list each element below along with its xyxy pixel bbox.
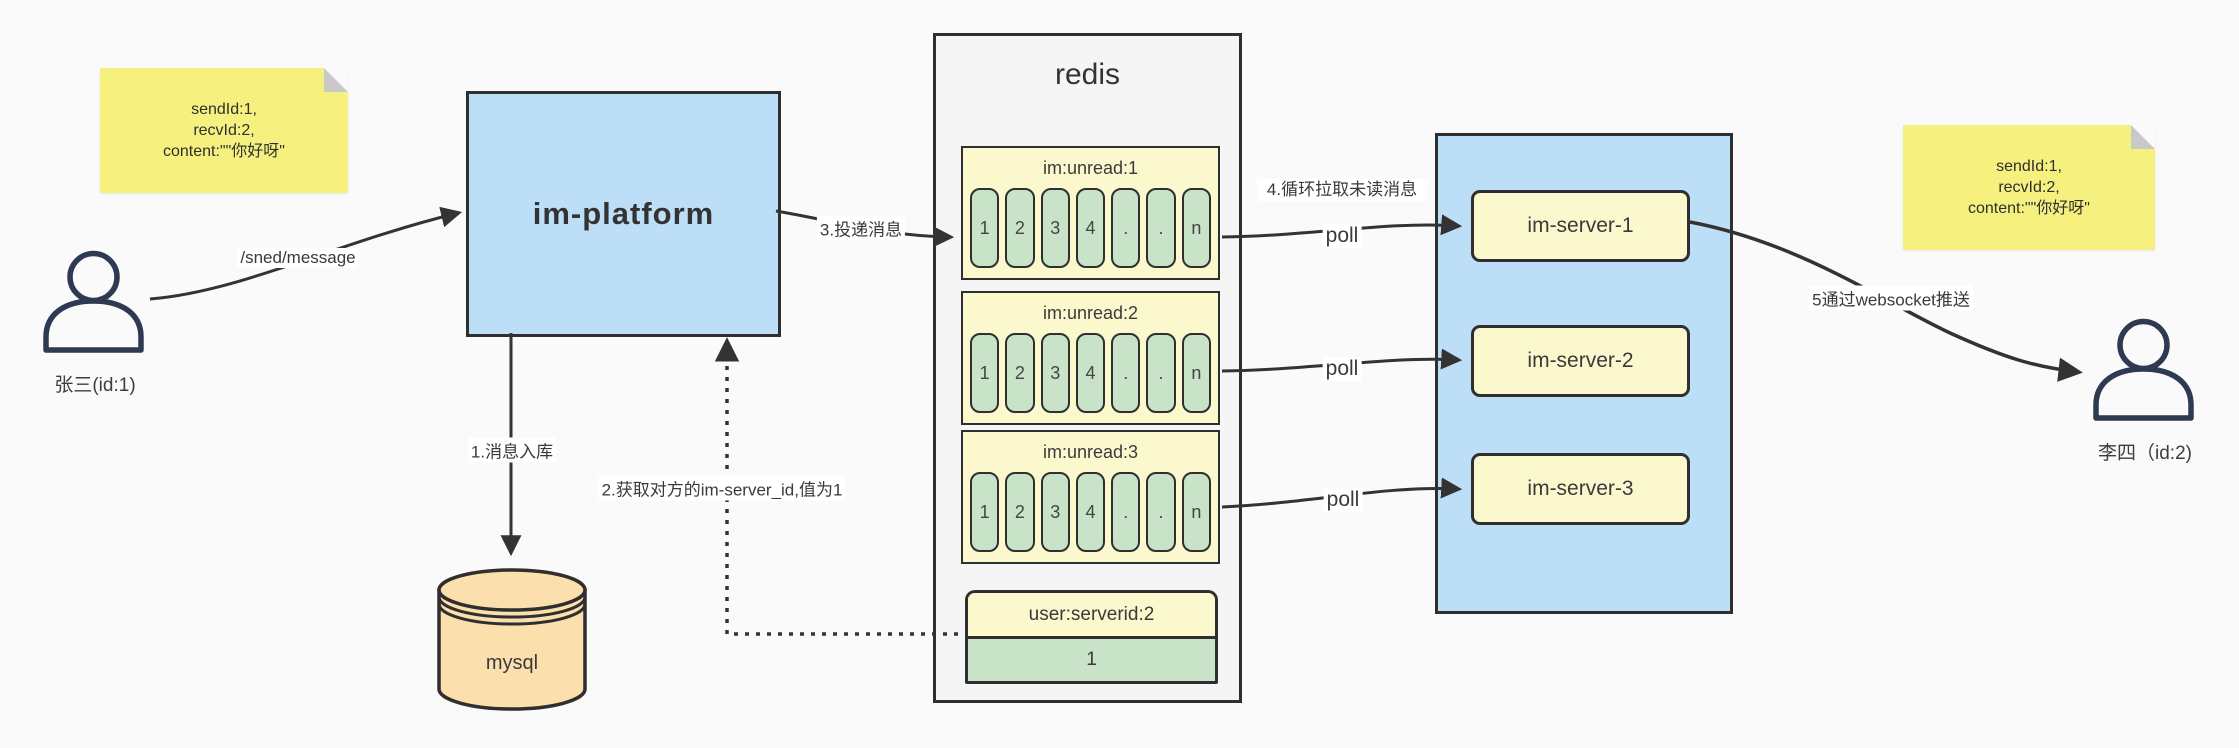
queue-title: im:unread:3: [1042, 441, 1139, 462]
im-server-1-box: im-server-1: [1471, 190, 1690, 262]
note-line: sendId:1,: [1996, 158, 2062, 175]
sender-label: 张三(id:1): [54, 375, 136, 396]
edge-label-step3: 3.投递消息: [816, 215, 906, 241]
note-line: content:""你好呀": [1968, 200, 2090, 217]
queue-cell: 4: [1075, 188, 1106, 268]
queue-cell: 3: [1040, 472, 1070, 552]
queue-cell: n: [1181, 188, 1211, 268]
receiver-label: 李四（id:2): [2098, 443, 2192, 464]
queue-cell: 3: [1040, 333, 1070, 413]
queue-cells: 1 2 3 4 . . n: [963, 472, 1218, 552]
edge-label-step1: 1.消息入库: [467, 437, 557, 463]
queue-cell: 2: [1005, 188, 1035, 268]
person-icon: [43, 250, 144, 353]
im-server-cluster-box: im-server-1 im-server-2 im-server-3: [1435, 133, 1733, 614]
note-line: sendId:1,: [191, 101, 257, 118]
redis-queue-unread-3: im:unread:3 1 2 3 4 . . n: [961, 430, 1220, 564]
edge-label-step2: 2.获取对方的im-server_id,值为1: [598, 475, 846, 501]
note-line: content:""你好呀": [163, 143, 285, 160]
kv-title: user:serverid:2: [968, 593, 1215, 639]
note-line: recvId:2,: [1998, 179, 2060, 196]
note-line: recvId:2,: [193, 122, 255, 139]
redis-queue-unread-1: im:unread:1 1 2 3 4 . . n: [961, 146, 1220, 280]
edge-label-poll-3: poll: [1323, 488, 1363, 512]
sticky-note-left: sendId:1, recvId:2, content:""你好呀": [100, 68, 348, 193]
queue-cell: .: [1111, 333, 1141, 413]
queue-cell: 2: [1005, 472, 1035, 552]
queue-cell: 1: [970, 333, 1000, 413]
redis-kv-user-serverid: user:serverid:2 1: [965, 590, 1218, 684]
im-platform-box: im-platform: [466, 91, 781, 337]
queue-title: im:unread:2: [1042, 302, 1139, 323]
queue-title: im:unread:1: [1042, 157, 1139, 178]
queue-cell: 2: [1005, 333, 1035, 413]
queue-cell: .: [1111, 472, 1141, 552]
redis-title: redis: [1054, 58, 1121, 91]
im-platform-label: im-platform: [532, 196, 715, 231]
queue-cell: 1: [970, 472, 1000, 552]
queue-cell: .: [1146, 472, 1176, 552]
person-icon: [2093, 318, 2194, 421]
im-server-3-box: im-server-3: [1471, 453, 1690, 525]
queue-cell: .: [1146, 188, 1176, 268]
edge-label-step5: 5通过websocket推送: [1809, 285, 1973, 311]
queue-cells: 1 2 3 4 . . n: [963, 188, 1218, 268]
edge-label-step4: 4.循环拉取未读消息: [1257, 179, 1427, 201]
queue-cell: n: [1181, 472, 1211, 552]
queue-cell: .: [1111, 188, 1141, 268]
database-cylinder-icon: [437, 568, 587, 711]
sticky-note-right: sendId:1, recvId:2, content:""你好呀": [1903, 125, 2155, 250]
queue-cells: 1 2 3 4 . . n: [963, 333, 1218, 413]
queue-cell: 4: [1075, 333, 1106, 413]
im-server-2-box: im-server-2: [1471, 325, 1690, 397]
queue-cell: n: [1181, 333, 1211, 413]
kv-value: 1: [968, 639, 1215, 681]
note-fold-corner: [2131, 125, 2155, 149]
queue-cell: 3: [1040, 188, 1070, 268]
note-text: sendId:1, recvId:2, content:""你好呀": [1968, 156, 2090, 219]
note-text: sendId:1, recvId:2, content:""你好呀": [163, 99, 285, 162]
edge-label-poll-2: poll: [1322, 357, 1362, 381]
queue-cell: .: [1146, 333, 1176, 413]
edge-label-poll-1: poll: [1322, 224, 1362, 248]
edge-label-send: /sned/message: [237, 248, 359, 268]
queue-cell: 1: [970, 188, 1000, 268]
redis-queue-unread-2: im:unread:2 1 2 3 4 . . n: [961, 291, 1220, 425]
redis-container: redis im:unread:1 1 2 3 4 . . n im:unrea…: [933, 33, 1242, 703]
mysql-label: mysql: [485, 652, 539, 674]
queue-cell: 4: [1075, 472, 1106, 552]
note-fold-corner: [324, 68, 348, 92]
